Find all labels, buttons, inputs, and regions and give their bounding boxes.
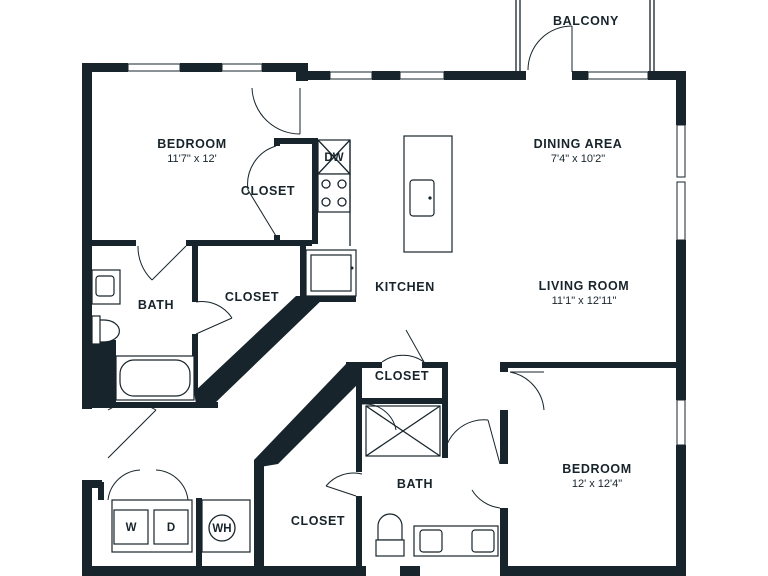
laundry-fixtures [111,499,251,553]
exterior-walls [82,63,686,576]
bedroom-2-label: BEDROOM [562,462,631,476]
living-room-label: LIVING ROOM [539,279,630,293]
water-heater-label: WH [212,523,231,535]
bedroom-1-dims: 11'7" x 12' [167,153,217,165]
dryer-label: D [167,522,175,534]
door-swings [107,25,573,509]
interior-walls [88,138,682,574]
windows [127,63,686,446]
washer-label: W [126,522,137,534]
closet-1-label: CLOSET [241,184,295,198]
closet-3-label: CLOSET [375,369,429,383]
closet-2-label: CLOSET [225,290,279,304]
bath-2-fixtures [365,405,499,557]
dining-area-label: DINING AREA [534,137,623,151]
balcony-railing [515,0,655,72]
living-room-dims: 11'1" x 12'11" [552,295,617,307]
kitchen-label: KITCHEN [375,280,435,294]
bedroom-1-label: BEDROOM [157,137,226,151]
bedroom-2-dims: 12' x 12'4" [572,478,622,490]
bath-1-fixtures [91,269,195,401]
room-labels: BALCONY BEDROOM 11'7" x 12' CLOSET DININ… [138,14,631,528]
dishwasher-label: DW [324,152,343,164]
closet-4-label: CLOSET [291,514,345,528]
kitchen-fixtures [305,135,453,297]
balcony-label: BALCONY [553,14,619,28]
appliance-labels: DW W D WH [126,152,344,535]
bath-1-label: BATH [138,298,174,312]
dining-area-dims: 7'4" x 10'2" [551,153,605,165]
bath-2-label: BATH [397,477,433,491]
